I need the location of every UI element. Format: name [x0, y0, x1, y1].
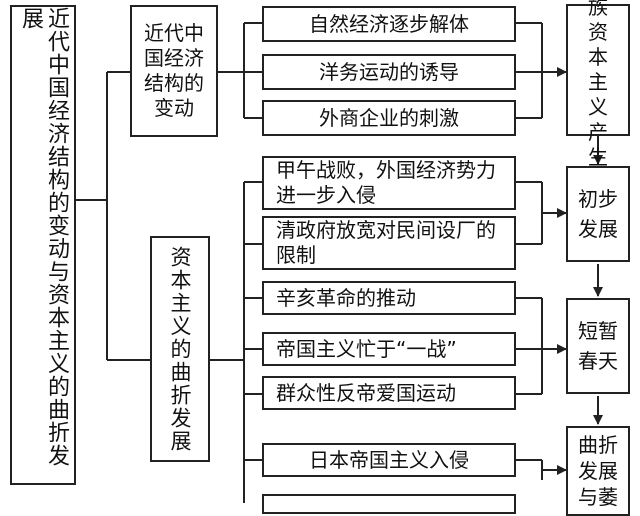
stage-1-label: 民族资本主义产生 [588, 0, 608, 169]
stage-2-box: 初步发展 [566, 166, 630, 262]
stage-4-label: 曲折发展与萎 [578, 433, 618, 509]
section-2-item-1: 甲午战败，外国经济势力进一步入侵 [262, 156, 516, 210]
section-1-item-3: 外商企业的刺激 [262, 100, 516, 136]
section-1-title: 近代中国经济结构的变动 [144, 21, 204, 120]
connector-lines [76, 22, 603, 503]
section-2-item-2: 清政府放宽对民间设厂的限制 [262, 216, 516, 270]
section-1-box: 近代中国经济结构的变动 [130, 5, 218, 137]
section-2-item-4: 帝国主义忙于“一战” [262, 332, 516, 366]
stage-1-box: 民族资本主义产生 [566, 0, 630, 169]
stage-3-box: 短暂春天 [566, 298, 630, 394]
section-2-box: 资本主义的曲折发展 [150, 236, 210, 462]
stage-3-label: 短暂春天 [578, 319, 618, 373]
main-title: 近代中国经济结构的变动与资本主义的曲折发展 [18, 7, 69, 467]
section-2-title: 资本主义的曲折发展 [168, 245, 192, 453]
section-1-item-2: 洋务运动的诱导 [262, 54, 516, 90]
section-2-item-5: 群众性反帝爱国运动 [262, 376, 516, 410]
section-2-item-6: 日本帝国主义入侵 [262, 443, 516, 477]
section-1-item-1: 自然经济逐步解体 [262, 6, 516, 42]
section-2-item-3: 辛亥革命的推动 [262, 281, 516, 315]
stage-2-label: 初步发展 [578, 187, 618, 241]
main-title-box: 近代中国经济结构的变动与资本主义的曲折发展 [10, 5, 76, 485]
section-2-item-7-partial [262, 494, 516, 514]
